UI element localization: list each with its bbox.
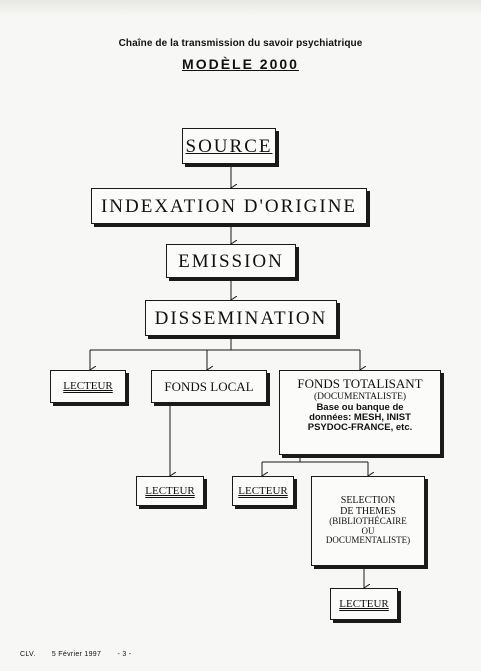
node-lecteur-1: LECTEUR [50, 370, 126, 403]
node-fonds-local: FONDS LOCAL [151, 370, 267, 403]
node-selection-themes: SELECTION DE THEMES (BIBLIOTHÉCAIRE OU D… [311, 476, 425, 566]
page-footer: CLV. 5 Février 1997 - 3 - [20, 651, 145, 658]
node-lecteur-4: LECTEUR [330, 588, 398, 620]
node-emission: EMISSION [166, 244, 296, 278]
node-fonds-local-label: FONDS LOCAL [164, 379, 254, 394]
node-selection-line4: OU [361, 525, 375, 536]
node-lecteur-2-label: LECTEUR [145, 484, 195, 497]
footer-author: CLV. [20, 651, 36, 658]
node-fonds-totalisant-title: FONDS TOTALISANT [297, 376, 423, 391]
node-lecteur-3-label: LECTEUR [238, 484, 288, 497]
node-fonds-totalisant: FONDS TOTALISANT (DOCUMENTALISTE) Base o… [279, 370, 441, 455]
node-selection-line3: (BIBLIOTHÉCAIRE [329, 516, 407, 527]
node-fonds-totalisant-line3: PSYDOC-FRANCE, etc. [307, 422, 413, 434]
node-emission-label: EMISSION [178, 250, 284, 272]
node-indexation-label: INDEXATION D'ORIGINE [100, 195, 358, 217]
node-selection-line1: SELECTION [340, 495, 396, 507]
page-title: MODÈLE 2000 [182, 56, 299, 72]
node-fonds-totalisant-subtitle: (DOCUMENTALISTE) [313, 392, 407, 402]
node-lecteur-4-label: LECTEUR [339, 597, 389, 610]
node-fonds-totalisant-line2: données: MESH, INIST [309, 411, 411, 423]
node-dissemination: DISSEMINATION [145, 300, 337, 336]
page-subtitle: Chaîne de la transmission du savoir psyc… [118, 38, 363, 49]
node-source-label: SOURCE [185, 135, 273, 157]
node-selection-line2: DE THEMES [340, 505, 396, 517]
scan-noise [0, 0, 481, 16]
node-indexation: INDEXATION D'ORIGINE [91, 188, 367, 224]
node-lecteur-3: LECTEUR [232, 476, 294, 506]
node-lecteur-1-label: LECTEUR [63, 380, 113, 392]
footer-date: 5 Février 1997 [51, 651, 102, 658]
node-fonds-totalisant-line1: Base ou banque de [316, 401, 404, 413]
node-selection-line5: DOCUMENTALISTE) [325, 535, 411, 546]
node-lecteur-2: LECTEUR [136, 476, 204, 506]
node-dissemination-label: DISSEMINATION [154, 307, 328, 329]
node-source: SOURCE [182, 128, 276, 164]
footer-page: - 3 - [117, 651, 132, 658]
